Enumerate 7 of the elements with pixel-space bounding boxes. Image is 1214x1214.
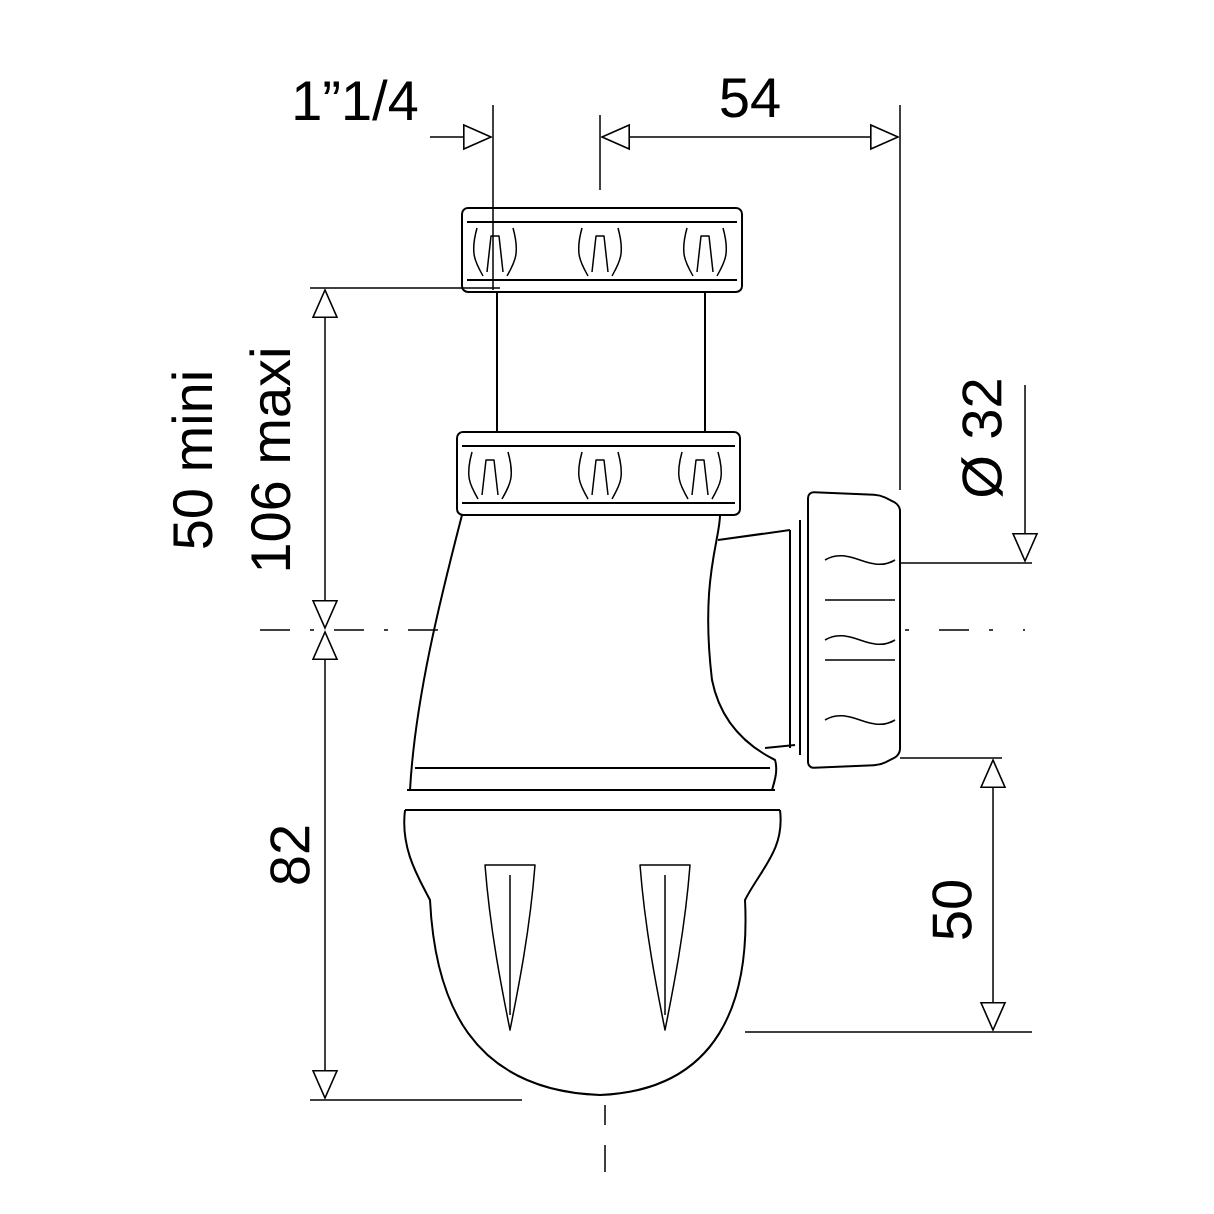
dimension-label: Ø 32: [961, 380, 1003, 497]
dimension-label: 50: [932, 881, 972, 939]
dimension-label: 1”1/4: [295, 79, 418, 121]
dimension-label: 106 maxi: [249, 350, 291, 570]
dimension-label: 82: [270, 826, 310, 884]
dimension-label: 50 mini: [171, 373, 213, 548]
dimension-label: 54: [721, 78, 780, 118]
